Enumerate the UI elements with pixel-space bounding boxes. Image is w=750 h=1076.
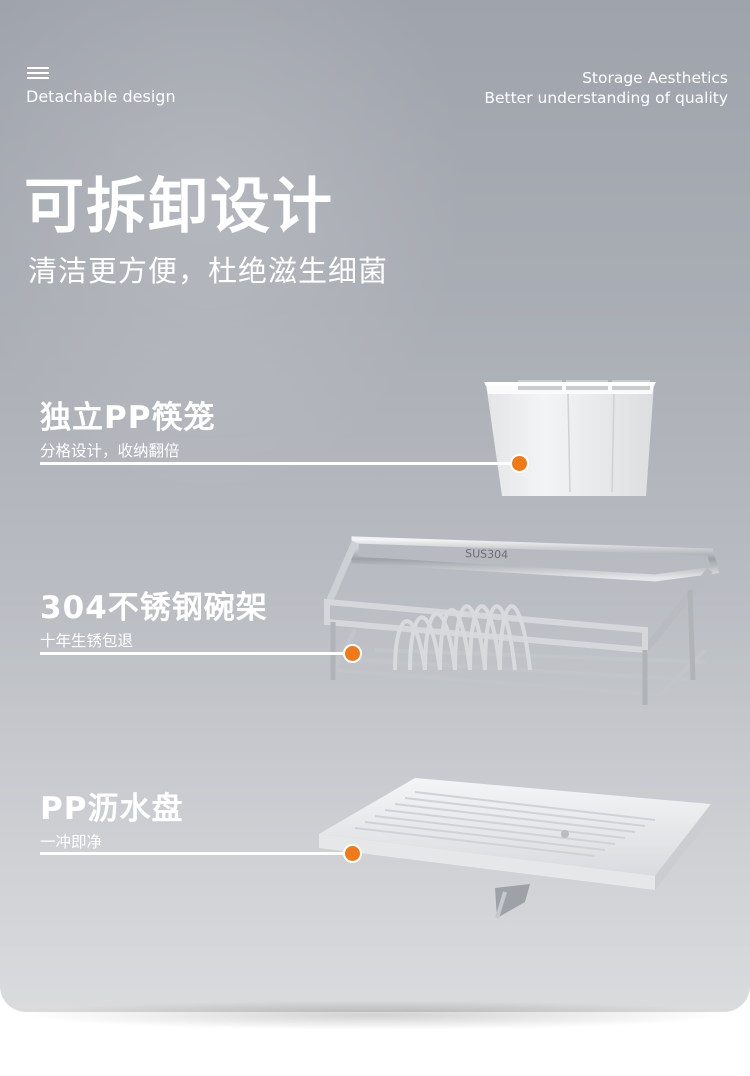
feature-title: PP沥水盘 — [40, 791, 184, 827]
callout-line — [40, 462, 518, 465]
drain-tray-image — [319, 778, 711, 919]
feature-desc: 一冲即净 — [40, 833, 103, 851]
header-right-line2: Better understanding of quality — [484, 89, 728, 107]
callout-line — [40, 652, 350, 655]
callout-dot — [510, 454, 529, 473]
chopstick-holder-image — [484, 380, 656, 496]
product-panel: Detachable design Storage Aesthetics Bet… — [0, 0, 750, 1012]
callout-dot — [343, 844, 362, 863]
rack-engraving: SUS304 — [465, 547, 508, 561]
feature-desc: 十年生锈包退 — [40, 632, 134, 650]
callout-dot — [343, 644, 362, 663]
feature-chopstick-holder: 独立PP筷笼 分格设计，收纳翻倍 — [40, 392, 215, 461]
feature-desc: 分格设计，收纳翻倍 — [40, 442, 180, 460]
panel-shadow — [20, 1000, 730, 1030]
header-caption-left: Detachable design — [26, 87, 176, 106]
dish-rack-image: SUS304 — [324, 536, 720, 705]
header-right-line1: Storage Aesthetics — [582, 69, 728, 87]
menu-icon[interactable] — [27, 67, 49, 80]
feature-dish-rack: 304不锈钢碗架 十年生锈包退 — [40, 582, 268, 651]
page-subtitle: 清洁更方便，杜绝滋生细菌 — [28, 254, 389, 288]
feature-title: 独立PP筷笼 — [40, 400, 216, 436]
header-caption-right: Storage Aesthetics Better understanding … — [484, 68, 728, 108]
page-title: 可拆卸设计 — [24, 172, 334, 242]
feature-title: 304不锈钢碗架 — [40, 590, 268, 626]
feature-drain-tray: PP沥水盘 一冲即净 — [40, 783, 183, 852]
callout-line — [40, 852, 350, 855]
